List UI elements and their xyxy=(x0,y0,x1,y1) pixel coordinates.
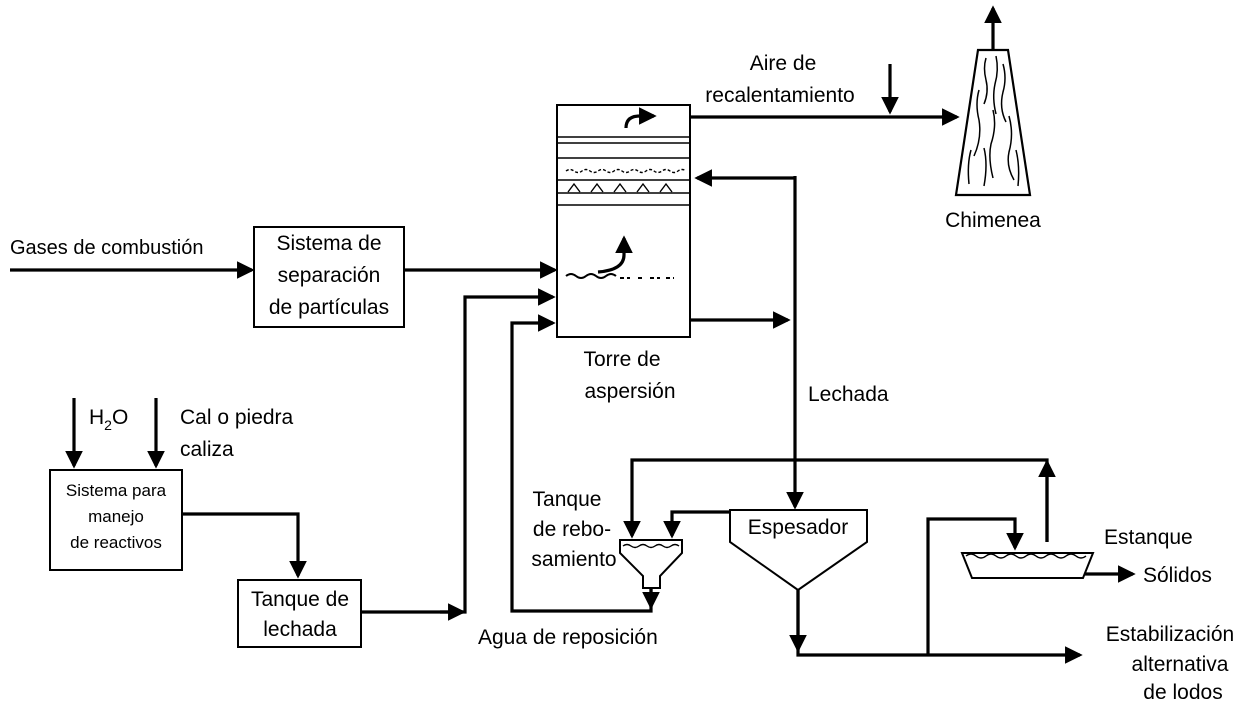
sludge-stabilization-label-1: Estabilización xyxy=(1106,623,1234,646)
solids-label: Sólidos xyxy=(1143,564,1212,587)
spray-nozzles xyxy=(565,168,687,193)
pond xyxy=(960,552,1095,579)
reagent-handling-label-2: manejo xyxy=(88,507,144,526)
stack xyxy=(954,48,1032,197)
makeup-water-label: Agua de reposición xyxy=(478,626,658,649)
lime-label-1: Cal o piedra xyxy=(180,406,294,429)
sludge-stabilization-label-2: alternativa xyxy=(1132,653,1229,676)
lime-label-2: caliza xyxy=(180,438,234,461)
particle-separation-label-2: separación xyxy=(278,264,381,287)
overflow-tank-label-1: Tanque xyxy=(533,488,602,511)
slurry-tank-label-2: lechada xyxy=(263,618,337,641)
spray-tower xyxy=(556,104,691,338)
flow-lines xyxy=(10,5,1136,664)
overflow-tank xyxy=(619,539,683,589)
slurry-label: Lechada xyxy=(808,383,889,406)
thickener xyxy=(729,509,868,592)
reagent-handling-box xyxy=(49,469,183,571)
flue-gas-label: Gases de combustión xyxy=(10,237,203,259)
water-label: H2O xyxy=(89,406,128,433)
pond-label: Estanque xyxy=(1104,526,1193,549)
spray-tower-label-2: aspersión xyxy=(584,380,675,403)
spray-tower-label-1: Torre de xyxy=(583,348,660,371)
reheat-air-label-2: recalentamiento xyxy=(705,84,854,107)
particle-separation-box xyxy=(253,226,405,328)
stack-label: Chimenea xyxy=(945,209,1041,232)
thickener-label: Espesador xyxy=(748,516,848,539)
overflow-tank-label-3: samiento xyxy=(531,548,616,571)
reagent-handling-label-3: de reactivos xyxy=(70,533,162,552)
reagent-handling-label-1: Sistema para xyxy=(66,481,167,500)
particle-separation-label-3: de partículas xyxy=(269,296,389,319)
slurry-tank-label-1: Tanque de xyxy=(251,588,349,611)
sludge-stabilization-label-3: de lodos xyxy=(1143,681,1222,704)
reheat-air-label-1: Aire de xyxy=(750,52,817,75)
slurry-tank-box xyxy=(237,579,362,648)
overflow-tank-label-2: de rebo- xyxy=(533,518,611,541)
particle-separation-label-1: Sistema de xyxy=(276,232,381,255)
